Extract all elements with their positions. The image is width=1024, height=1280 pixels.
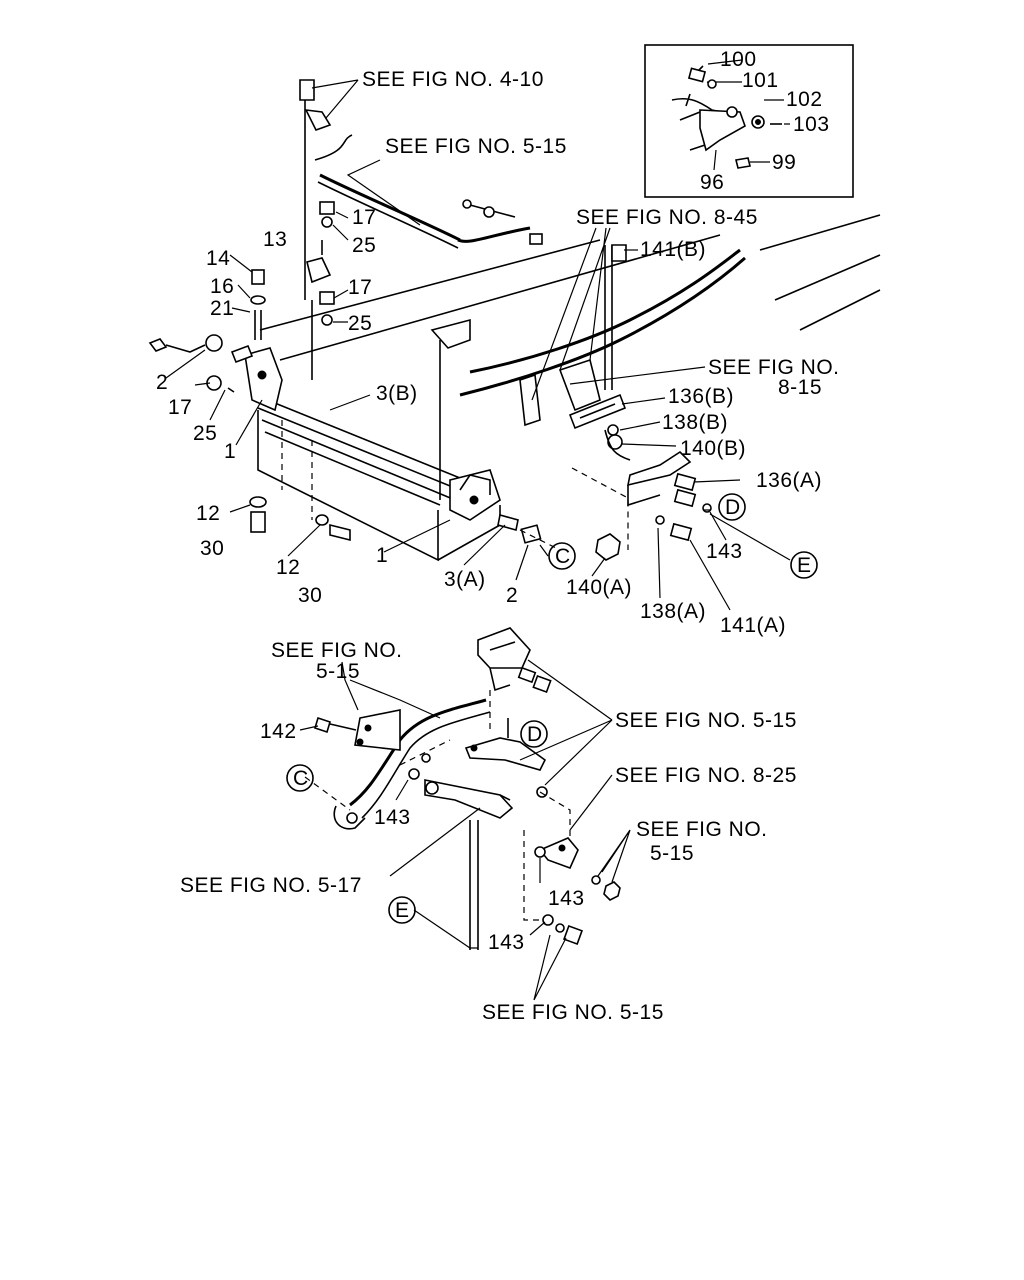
part-label-2-mid: 2 [506, 584, 518, 607]
inset-frame [644, 44, 854, 198]
part-label-140b: 140(B) [680, 437, 746, 460]
part-label-25-upper: 25 [352, 234, 376, 257]
part-label-136b: 136(B) [668, 385, 734, 408]
callout-d-upper-letter: D [725, 496, 741, 519]
part-label-141b: 141(B) [640, 238, 706, 261]
ref-label-5-15-mid: SEE FIG NO. 5-15 [615, 709, 797, 732]
part-label-103: 103 [793, 113, 830, 136]
part-label-17-upper: 17 [352, 206, 376, 229]
upper-assembly: SEE FIG NO. 4-10 SEE FIG NO. 5-15 SEE FI… [148, 68, 881, 637]
part-label-14: 14 [206, 247, 230, 270]
callout-e-upper-letter: E [797, 554, 812, 577]
inset-detail: 100 101 102 103 99 96 [644, 44, 854, 198]
part-label-136a: 136(A) [756, 469, 822, 492]
part-label-17-lower: 17 [348, 276, 372, 299]
part-label-96: 96 [700, 171, 724, 194]
part-label-101: 101 [742, 69, 779, 92]
part-label-102: 102 [786, 88, 823, 111]
part-label-143-link: 143 [548, 887, 585, 910]
ref-label-5-15-left-line2: 5-15 [316, 660, 360, 683]
part-label-25-lower: 25 [348, 312, 372, 335]
part-label-13: 13 [263, 228, 287, 251]
part-label-143-lower: 143 [488, 931, 525, 954]
callout-e-upper [790, 551, 818, 579]
part-label-12-left: 12 [196, 502, 220, 525]
callout-d-upper [718, 493, 746, 521]
part-label-140a: 140(A) [566, 576, 632, 599]
callout-c-lower [286, 764, 314, 792]
part-label-143-lever: 143 [374, 806, 411, 829]
part-label-16: 16 [210, 275, 234, 298]
part-label-3a: 3(A) [444, 568, 486, 591]
part-label-141a: 141(A) [720, 614, 786, 637]
callout-e-lower [388, 896, 416, 924]
part-label-142: 142 [260, 720, 297, 743]
ref-label-5-15-right-line1: SEE FIG NO. [636, 818, 768, 841]
part-label-21: 21 [210, 297, 234, 320]
ref-label-5-15-right-line2: 5-15 [650, 842, 694, 865]
ref-label-8-15-line2: 8-15 [778, 376, 822, 399]
part-label-138b: 138(B) [662, 411, 728, 434]
ref-label-8-15-line1: SEE FIG NO. [708, 356, 840, 379]
part-label-3b: 3(B) [376, 382, 418, 405]
callout-e-lower-letter: E [395, 899, 410, 922]
part-label-99: 99 [772, 151, 796, 174]
ref-label-5-15-left-line1: SEE FIG NO. [271, 639, 403, 662]
ref-label-5-15-bottom: SEE FIG NO. 5-15 [482, 1001, 664, 1024]
callout-c-lower-letter: C [293, 767, 309, 790]
part-label-100: 100 [720, 48, 757, 71]
ref-label-5-15-top: SEE FIG NO. 5-15 [385, 135, 567, 158]
part-label-2-left: 2 [156, 371, 168, 394]
part-label-138a: 138(A) [640, 600, 706, 623]
part-label-30-left: 30 [200, 537, 224, 560]
lower-assembly: SEE FIG NO. 5-15 SEE FIG NO. 5-15 SEE FI… [180, 627, 797, 1024]
ref-label-8-25: SEE FIG NO. 8-25 [615, 764, 797, 787]
callout-c-upper [548, 542, 576, 570]
part-label-12-mid: 12 [276, 556, 300, 579]
ref-label-8-45: SEE FIG NO. 8-45 [576, 206, 758, 229]
part-label-143-upper: 143 [706, 540, 743, 563]
callout-d-lower [520, 720, 548, 748]
part-label-1-mid: 1 [376, 544, 388, 567]
part-label-17-left: 17 [168, 396, 192, 419]
ref-label-5-17: SEE FIG NO. 5-17 [180, 874, 362, 897]
part-label-1-left: 1 [224, 440, 236, 463]
callout-d-lower-letter: D [527, 723, 543, 746]
callout-c-upper-letter: C [555, 545, 571, 568]
ref-label-4-10: SEE FIG NO. 4-10 [362, 68, 544, 91]
part-label-25-left: 25 [193, 422, 217, 445]
part-label-30-mid: 30 [298, 584, 322, 607]
